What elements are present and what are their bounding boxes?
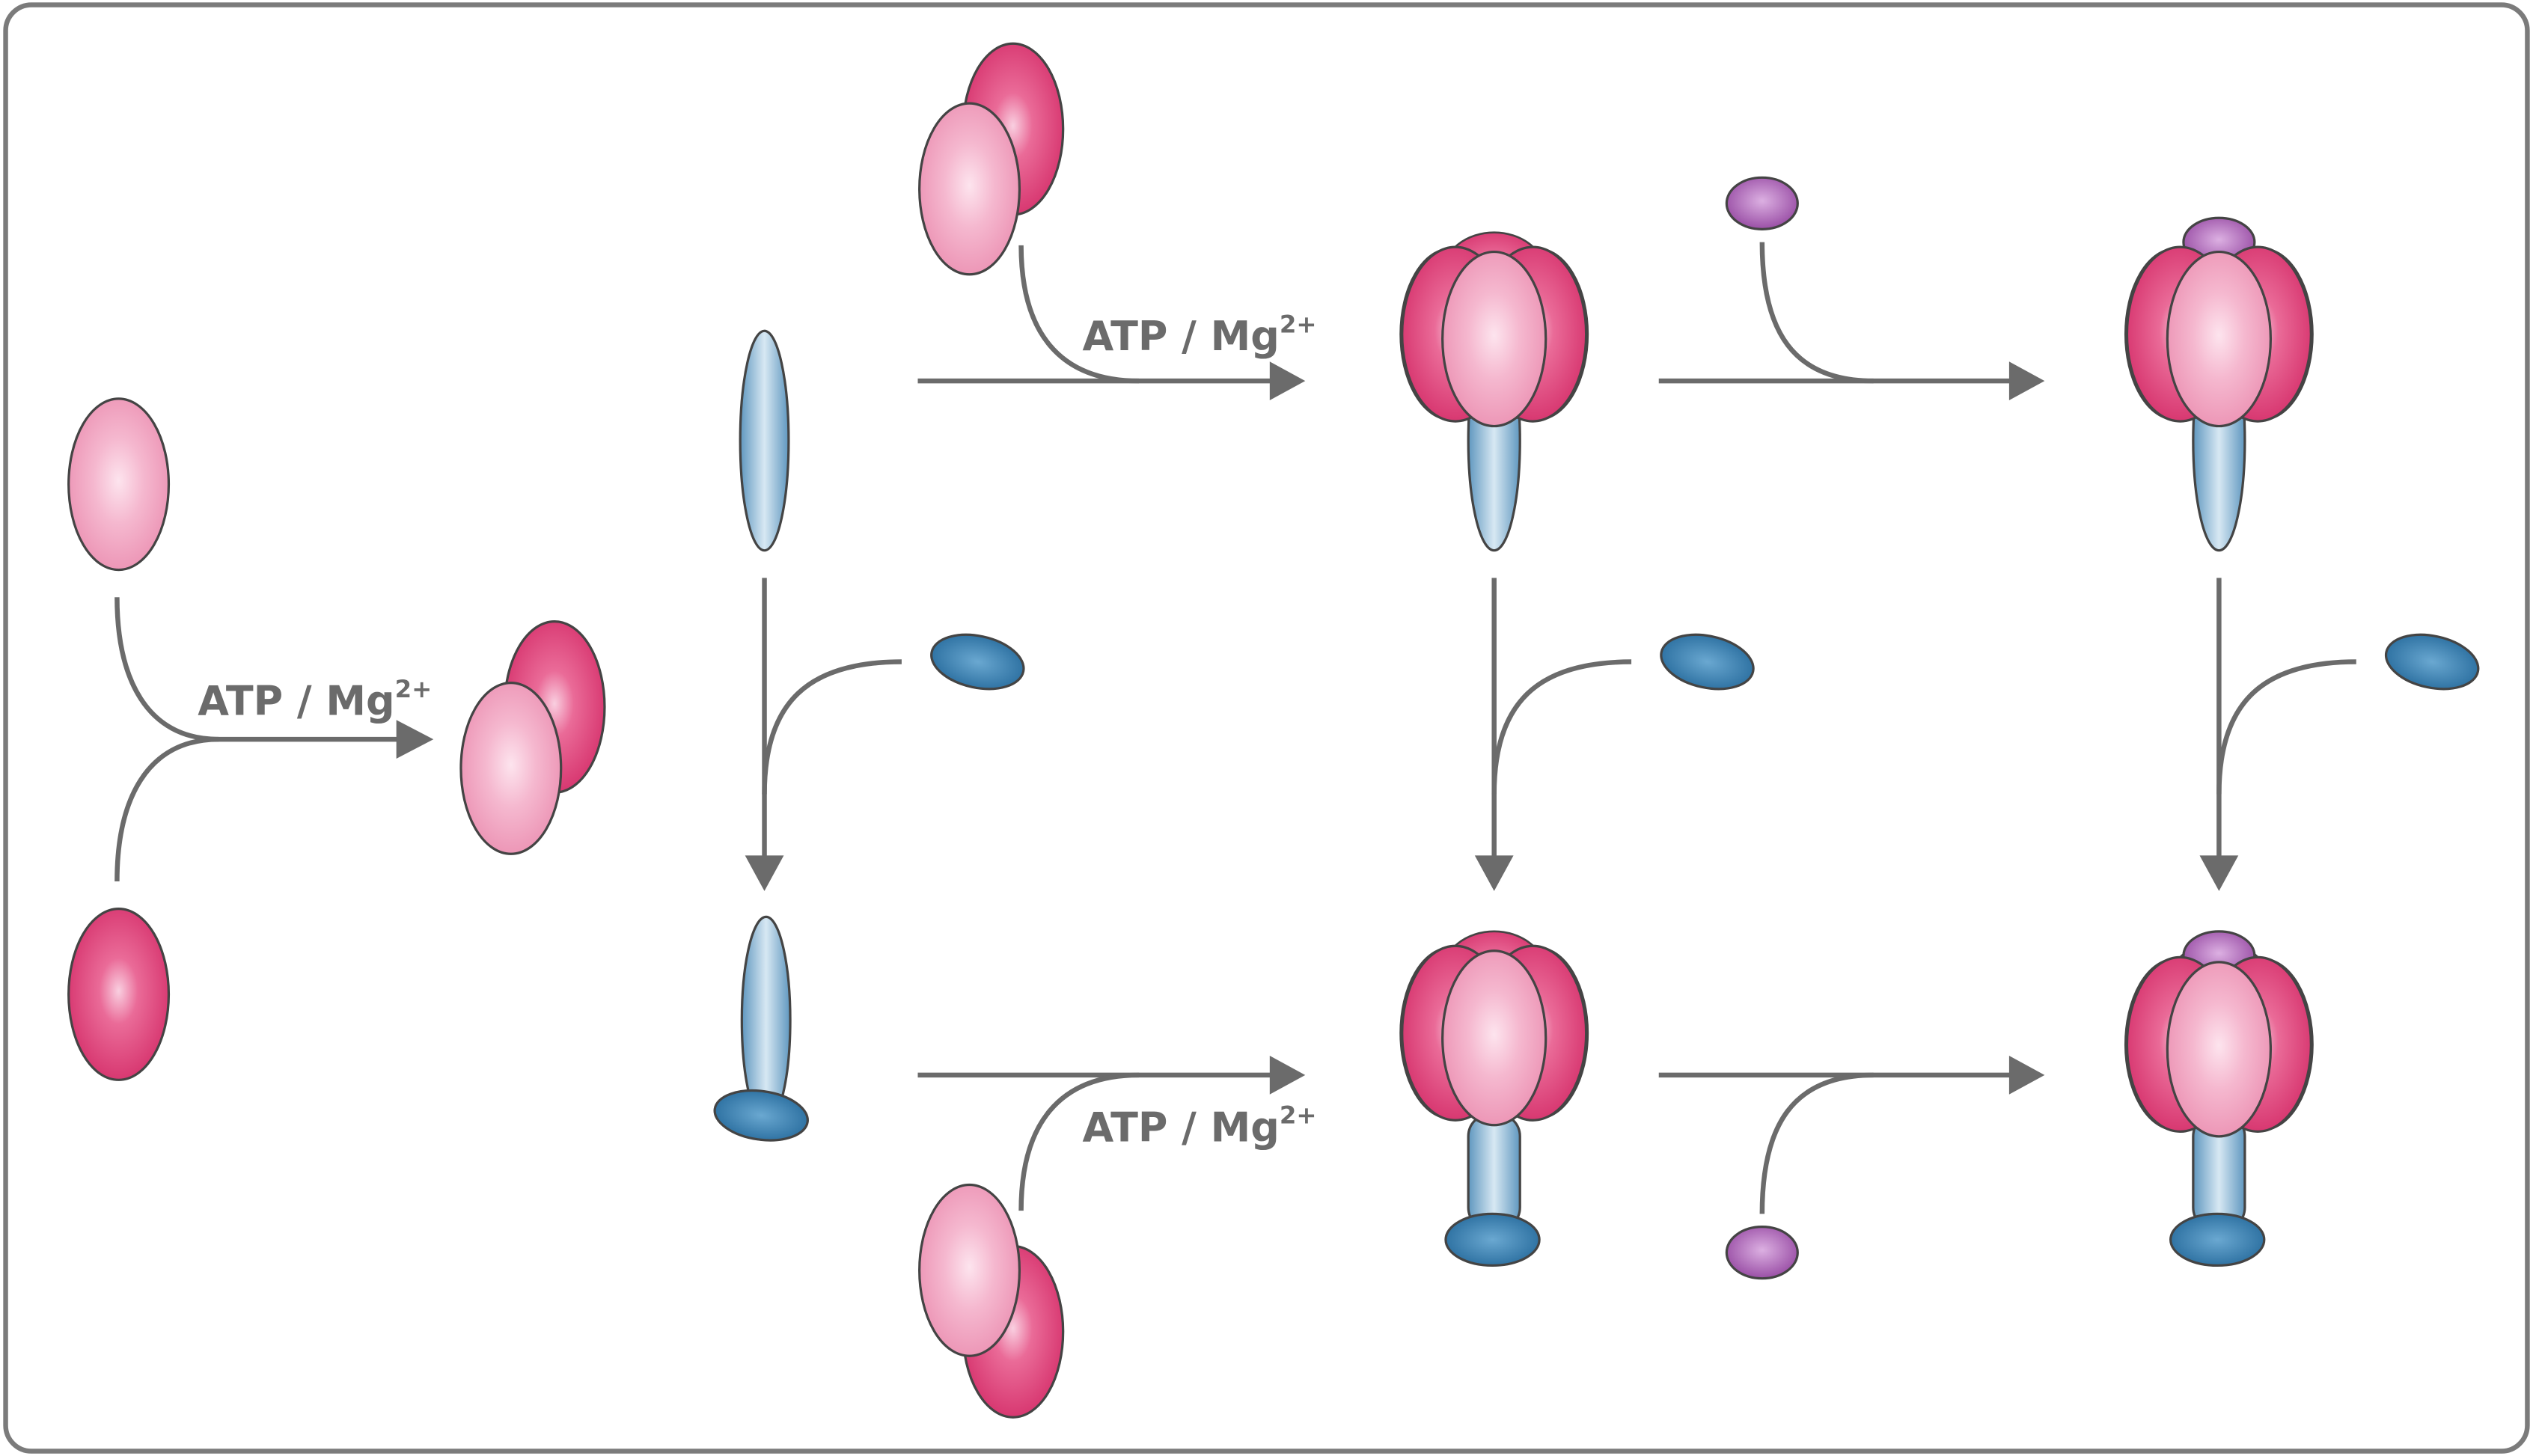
arrowhead-down [1474,855,1514,891]
base-subunit [2384,633,2480,691]
reaction-curve [1018,1072,1140,1211]
stalk-subunit [1467,1113,1521,1232]
reaction-curve-bottom [114,736,219,881]
complex-top [1399,231,1589,552]
arrowhead-right [2008,361,2045,401]
base-subunit [1444,1212,1541,1267]
reaction-curve-top [114,597,405,742]
arrowhead-right [1269,1055,1306,1095]
reaction-curve [1759,1072,1874,1214]
pink-dimer-reactant-bottom [918,1183,1065,1419]
arrowhead-right [1269,361,1306,401]
complex-with-base-bottom [1399,930,1589,1267]
light-pink-subunit [459,681,563,855]
join-curve [1491,659,1632,795]
join-curve [762,659,902,795]
stalk-with-base [713,915,809,1142]
arrowhead-down [745,855,784,891]
purple-subunit [1725,1226,1799,1280]
full-complex [2124,930,2314,1267]
base-subunit [2169,1212,2266,1267]
reaction-label-1: ATP / Mg2+ [198,675,432,725]
light-pink-subunit [67,397,171,572]
light-pink-subunit [2166,250,2273,428]
complex-with-purple-top [2124,216,2314,552]
join-curve [2216,659,2356,795]
diagram-frame [3,2,2530,1454]
base-subunit [930,633,1025,691]
purple-subunit [1725,176,1799,230]
reaction-curve [1759,242,1874,384]
light-pink-subunit [918,1183,1021,1357]
reaction-label-3: ATP / Mg2+ [1083,1101,1317,1151]
arrowhead-right [396,720,434,759]
stalk-subunit [739,329,790,552]
reaction-curve [1018,245,1140,384]
light-pink-subunit [2166,961,2273,1138]
dark-pink-subunit [67,908,171,1081]
light-pink-subunit [1441,949,1547,1127]
base-subunit [1660,633,1755,691]
light-pink-subunit [918,102,1021,276]
arrowhead-down [2199,855,2239,891]
pink-dimer-product [459,620,606,855]
reaction-label-2: ATP / Mg2+ [1083,310,1317,360]
arrowhead-right [2008,1055,2045,1095]
base-subunit [713,1089,809,1142]
pink-dimer-reactant-top [918,42,1065,276]
light-pink-subunit [1441,250,1547,428]
